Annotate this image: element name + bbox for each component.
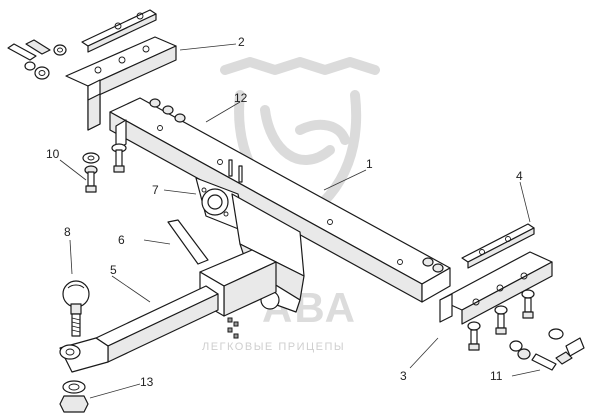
draw-bar — [59, 285, 219, 373]
tow-ball-nut-washer — [59, 380, 89, 413]
callout-5: 5 — [110, 263, 117, 277]
callout-2: 2 — [238, 35, 245, 49]
callout-10: 10 — [46, 147, 60, 161]
right-mounting-bracket — [439, 223, 553, 325]
callout-6: 6 — [118, 233, 125, 247]
callout-4: 4 — [516, 169, 523, 183]
tow-ball — [62, 280, 90, 337]
main-crossbar — [109, 97, 451, 303]
right-bolt-set — [509, 328, 585, 371]
right-bolt-columns — [467, 289, 535, 351]
callout-12: 12 — [234, 91, 248, 105]
callout-1: 1 — [366, 157, 373, 171]
callout-7: 7 — [152, 183, 159, 197]
callout-3: 3 — [400, 369, 407, 383]
watermark-logo — [220, 57, 380, 225]
small-fasteners — [227, 159, 243, 339]
leader-lines — [59, 43, 541, 399]
callout-11: 11 — [490, 369, 503, 383]
left-bolt-set — [7, 39, 67, 80]
callout-8: 8 — [64, 225, 71, 239]
callout-13: 13 — [140, 375, 154, 389]
left-mounting-bracket — [65, 9, 177, 131]
watermark-tagline-text: ЛЕГКОВЫЕ ПРИЦЕПЫ — [202, 341, 345, 353]
bolt-washer-stack-left — [82, 143, 127, 193]
